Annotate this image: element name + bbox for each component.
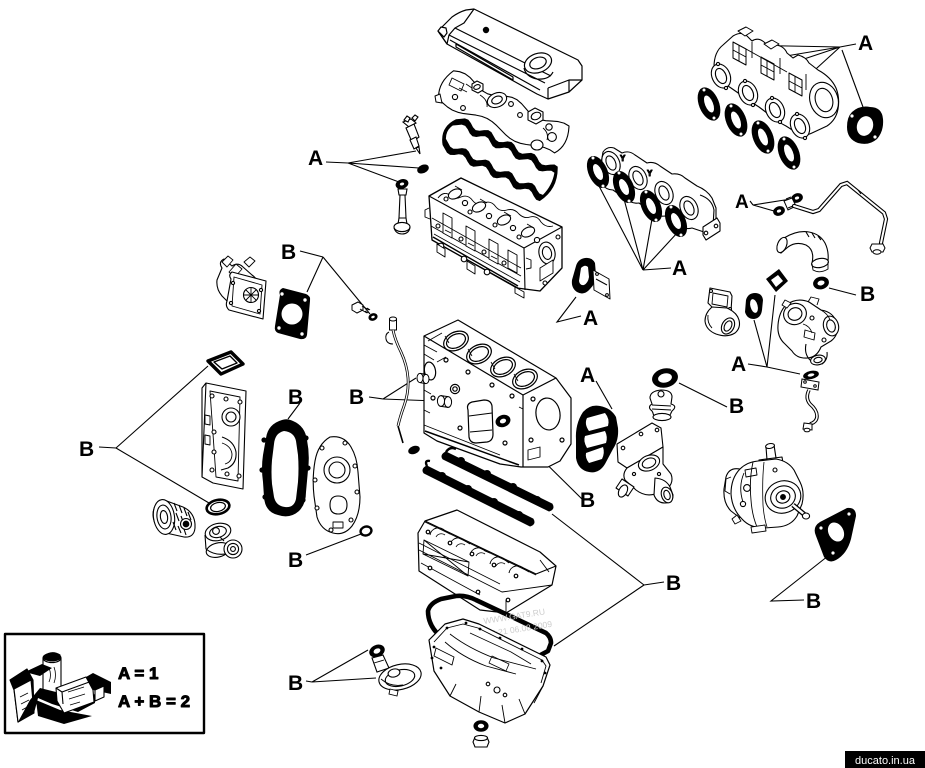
svg-text:A: A bbox=[672, 257, 687, 280]
svg-text:B: B bbox=[281, 241, 296, 264]
svg-text:B: B bbox=[580, 489, 595, 512]
svg-text:B: B bbox=[288, 672, 303, 695]
svg-text:B: B bbox=[349, 386, 364, 409]
svg-text:B: B bbox=[288, 386, 303, 409]
svg-text:A: A bbox=[308, 147, 323, 170]
svg-text:Y: Y bbox=[647, 169, 653, 178]
svg-text:A + B = 2: A + B = 2 bbox=[118, 692, 190, 711]
svg-text:B: B bbox=[666, 572, 681, 595]
svg-text:Y: Y bbox=[620, 154, 626, 163]
svg-text:A: A bbox=[858, 32, 873, 55]
svg-text:ducato.in.ua: ducato.in.ua bbox=[855, 755, 916, 767]
svg-text:B: B bbox=[860, 283, 875, 306]
svg-text:A: A bbox=[583, 307, 598, 330]
svg-text:B: B bbox=[288, 549, 303, 572]
svg-text:A = 1: A = 1 bbox=[118, 664, 158, 683]
svg-text:A: A bbox=[731, 353, 746, 376]
svg-text:B: B bbox=[806, 590, 821, 613]
svg-text:B: B bbox=[729, 395, 744, 418]
svg-text:B: B bbox=[79, 438, 94, 461]
svg-text:A: A bbox=[735, 192, 749, 213]
svg-text:A: A bbox=[580, 364, 595, 387]
